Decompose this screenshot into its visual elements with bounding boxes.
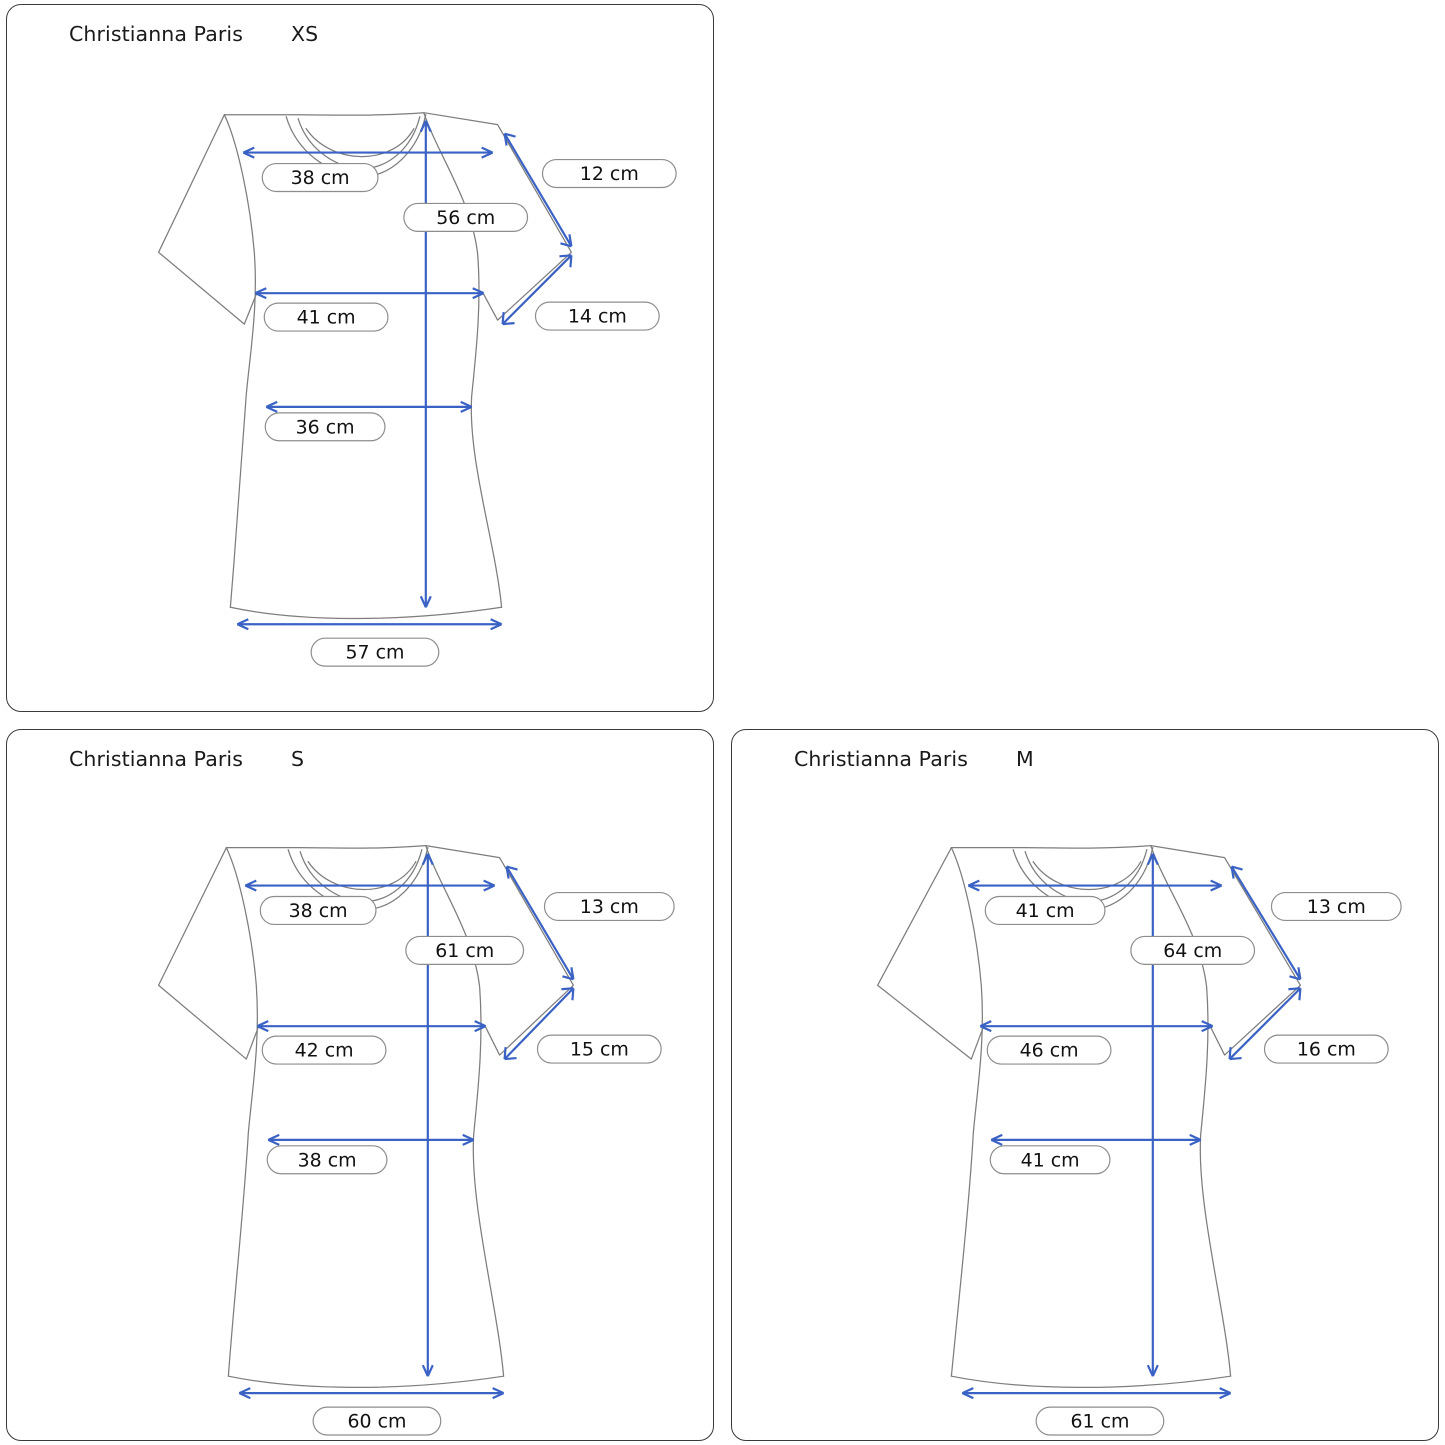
label-sleeve-opening-text: 16 cm xyxy=(1297,1039,1356,1061)
label-sleeve-opening-text: 15 cm xyxy=(570,1039,629,1061)
dimension-arrows-m xyxy=(961,853,1302,1400)
label-shoulder-text: 41 cm xyxy=(1016,900,1075,922)
label-shoulder-xs: 38 cm xyxy=(261,162,379,193)
label-sleeve-length-text: 12 cm xyxy=(580,163,639,185)
arrow-sleeve-length xyxy=(505,866,575,980)
label-sleeve-length-s: 13 cm xyxy=(543,891,675,922)
label-length-s: 61 cm xyxy=(405,935,525,965)
label-waist-m: 41 cm xyxy=(989,1145,1111,1175)
garment-outline-s xyxy=(157,845,575,1389)
label-waist-text: 41 cm xyxy=(1021,1149,1080,1171)
label-hem-text: 60 cm xyxy=(347,1411,406,1433)
label-length-text: 56 cm xyxy=(436,207,495,229)
garment-diagram-xs: 38 cm 56 cm 12 cm 41 cm 14 cm xyxy=(7,5,713,711)
label-hem-xs: 57 cm xyxy=(310,637,440,667)
arrow-sleeve-opening xyxy=(503,987,575,1060)
arrow-sleeve-length xyxy=(503,133,573,247)
label-chest-text: 46 cm xyxy=(1020,1040,1079,1062)
panel-header-m: Christianna Paris M xyxy=(794,747,1034,771)
dimension-arrows-s xyxy=(238,853,575,1400)
garment-diagram-m: 41 cm 64 cm 13 cm 46 cm 16 cm xyxy=(732,730,1438,1440)
size-label: M xyxy=(1015,747,1034,771)
label-shoulder-text: 38 cm xyxy=(289,900,348,922)
brand-name: Christianna Paris xyxy=(69,747,243,771)
label-sleeve-length-m: 13 cm xyxy=(1270,891,1402,922)
label-hem-text: 57 cm xyxy=(345,642,404,664)
label-sleeve-opening-xs: 14 cm xyxy=(534,301,660,331)
dimension-arrows-xs xyxy=(236,120,573,631)
panel-header-s: Christianna Paris S xyxy=(69,747,304,771)
label-waist-text: 38 cm xyxy=(298,1149,357,1171)
label-shoulder-m: 41 cm xyxy=(984,895,1106,926)
label-length-text: 64 cm xyxy=(1163,940,1222,962)
garment-diagram-s: 38 cm 61 cm 13 cm 42 cm 15 cm xyxy=(7,730,713,1440)
arrow-sleeve-opening xyxy=(1228,987,1302,1060)
label-shoulder-text: 38 cm xyxy=(291,167,350,189)
label-hem-s: 60 cm xyxy=(312,1406,442,1436)
label-sleeve-opening-s: 15 cm xyxy=(536,1034,662,1064)
label-sleeve-length-xs: 12 cm xyxy=(541,158,677,189)
label-sleeve-length-text: 13 cm xyxy=(1307,896,1366,918)
arrow-sleeve-opening xyxy=(501,254,573,325)
label-hem-m: 61 cm xyxy=(1035,1406,1165,1436)
size-panel-s: Christianna Paris S xyxy=(6,729,714,1441)
arrow-sleeve-length xyxy=(1230,866,1302,980)
garment-outline-m xyxy=(876,845,1302,1389)
size-panel-m: Christianna Paris M xyxy=(731,729,1439,1441)
label-hem-text: 61 cm xyxy=(1070,1411,1129,1433)
label-waist-xs: 36 cm xyxy=(264,412,386,442)
label-sleeve-length-text: 13 cm xyxy=(580,896,639,918)
label-shoulder-s: 38 cm xyxy=(259,895,377,926)
label-chest-text: 42 cm xyxy=(295,1040,354,1062)
label-length-text: 61 cm xyxy=(435,940,494,962)
label-waist-text: 36 cm xyxy=(296,416,355,438)
size-panel-xs: Christianna Paris XS xyxy=(6,4,714,712)
brand-name: Christianna Paris xyxy=(69,22,243,46)
label-chest-m: 46 cm xyxy=(986,1035,1112,1065)
brand-name: Christianna Paris xyxy=(794,747,968,771)
label-sleeve-opening-text: 14 cm xyxy=(568,306,627,328)
size-label: S xyxy=(290,747,305,771)
label-length-xs: 56 cm xyxy=(403,202,529,232)
panel-header-xs: Christianna Paris XS xyxy=(69,22,318,46)
label-chest-s: 42 cm xyxy=(261,1035,387,1065)
size-label: XS xyxy=(290,22,319,46)
label-waist-s: 38 cm xyxy=(266,1145,388,1175)
label-length-m: 64 cm xyxy=(1130,935,1256,965)
label-sleeve-opening-m: 16 cm xyxy=(1263,1034,1389,1064)
label-chest-xs: 41 cm xyxy=(263,302,389,332)
label-chest-text: 41 cm xyxy=(297,307,356,329)
